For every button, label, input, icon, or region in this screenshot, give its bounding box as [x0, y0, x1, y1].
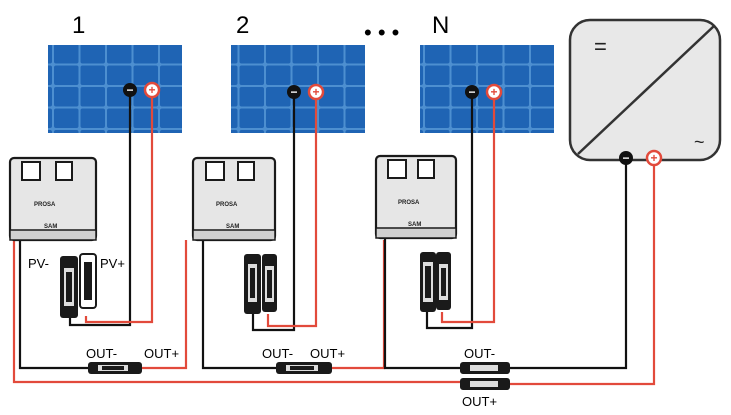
optimizer-small-text: SAM — [226, 224, 239, 230]
negative-terminal: − — [465, 85, 479, 99]
svg-text:−: − — [290, 85, 297, 99]
label-pv-minus: PV- — [28, 256, 49, 271]
optimizer-brand: PROSA — [34, 202, 56, 208]
label-out-plus: OUT+ — [144, 346, 179, 361]
mc4-connector-icon — [460, 362, 510, 374]
mc4-connector-icon — [60, 253, 97, 318]
negative-terminal: − — [287, 85, 301, 99]
svg-text:−: − — [468, 85, 475, 99]
svg-text:+: + — [312, 85, 319, 99]
mc4-connector-icon — [460, 378, 510, 390]
panel-label-n: N — [432, 12, 449, 39]
power-optimizer-icon: PROSA SAM — [374, 154, 458, 240]
negative-terminal: − — [123, 83, 137, 97]
power-optimizer-icon: PROSA SAM — [8, 156, 98, 242]
mc4-connector-icon — [88, 362, 142, 374]
wiring — [12, 90, 656, 386]
mc4-connector-icon — [244, 254, 277, 314]
svg-text:+: + — [490, 85, 497, 99]
optimizer-brand: PROSA — [216, 202, 238, 208]
inverter-icon: = ~ — [568, 18, 722, 162]
label-out-minus: OUT- — [262, 346, 293, 361]
solar-panel-icon — [48, 45, 182, 133]
optimizer-brand: PROSA — [398, 200, 420, 206]
svg-text:+: + — [650, 151, 657, 165]
mc4-connector-icon — [420, 252, 451, 312]
power-optimizer-icon: PROSA SAM — [191, 156, 277, 242]
optimizer-small-text: SAM — [408, 222, 421, 228]
label-out-plus: OUT+ — [462, 394, 497, 409]
ellipsis: • • • — [364, 20, 399, 45]
mc4-connector-icon — [276, 362, 332, 374]
optimizer-small-text: SAM — [44, 224, 57, 230]
negative-terminal: − — [619, 151, 633, 165]
label-out-plus: OUT+ — [310, 346, 345, 361]
svg-text:−: − — [126, 83, 133, 97]
ac-symbol: ~ — [694, 132, 705, 152]
positive-terminal: + — [307, 83, 325, 101]
svg-text:−: − — [622, 151, 629, 165]
label-out-minus: OUT- — [86, 346, 117, 361]
positive-terminal: + — [143, 81, 161, 99]
svg-text:+: + — [148, 83, 155, 97]
panel-label-1: 1 — [72, 12, 85, 39]
positive-terminal: + — [485, 83, 503, 101]
label-pv-plus: PV+ — [100, 256, 125, 271]
positive-terminal: + — [645, 149, 663, 167]
panel-label-2: 2 — [236, 12, 249, 39]
label-out-minus: OUT- — [464, 346, 495, 361]
dc-symbol: = — [594, 34, 607, 59]
